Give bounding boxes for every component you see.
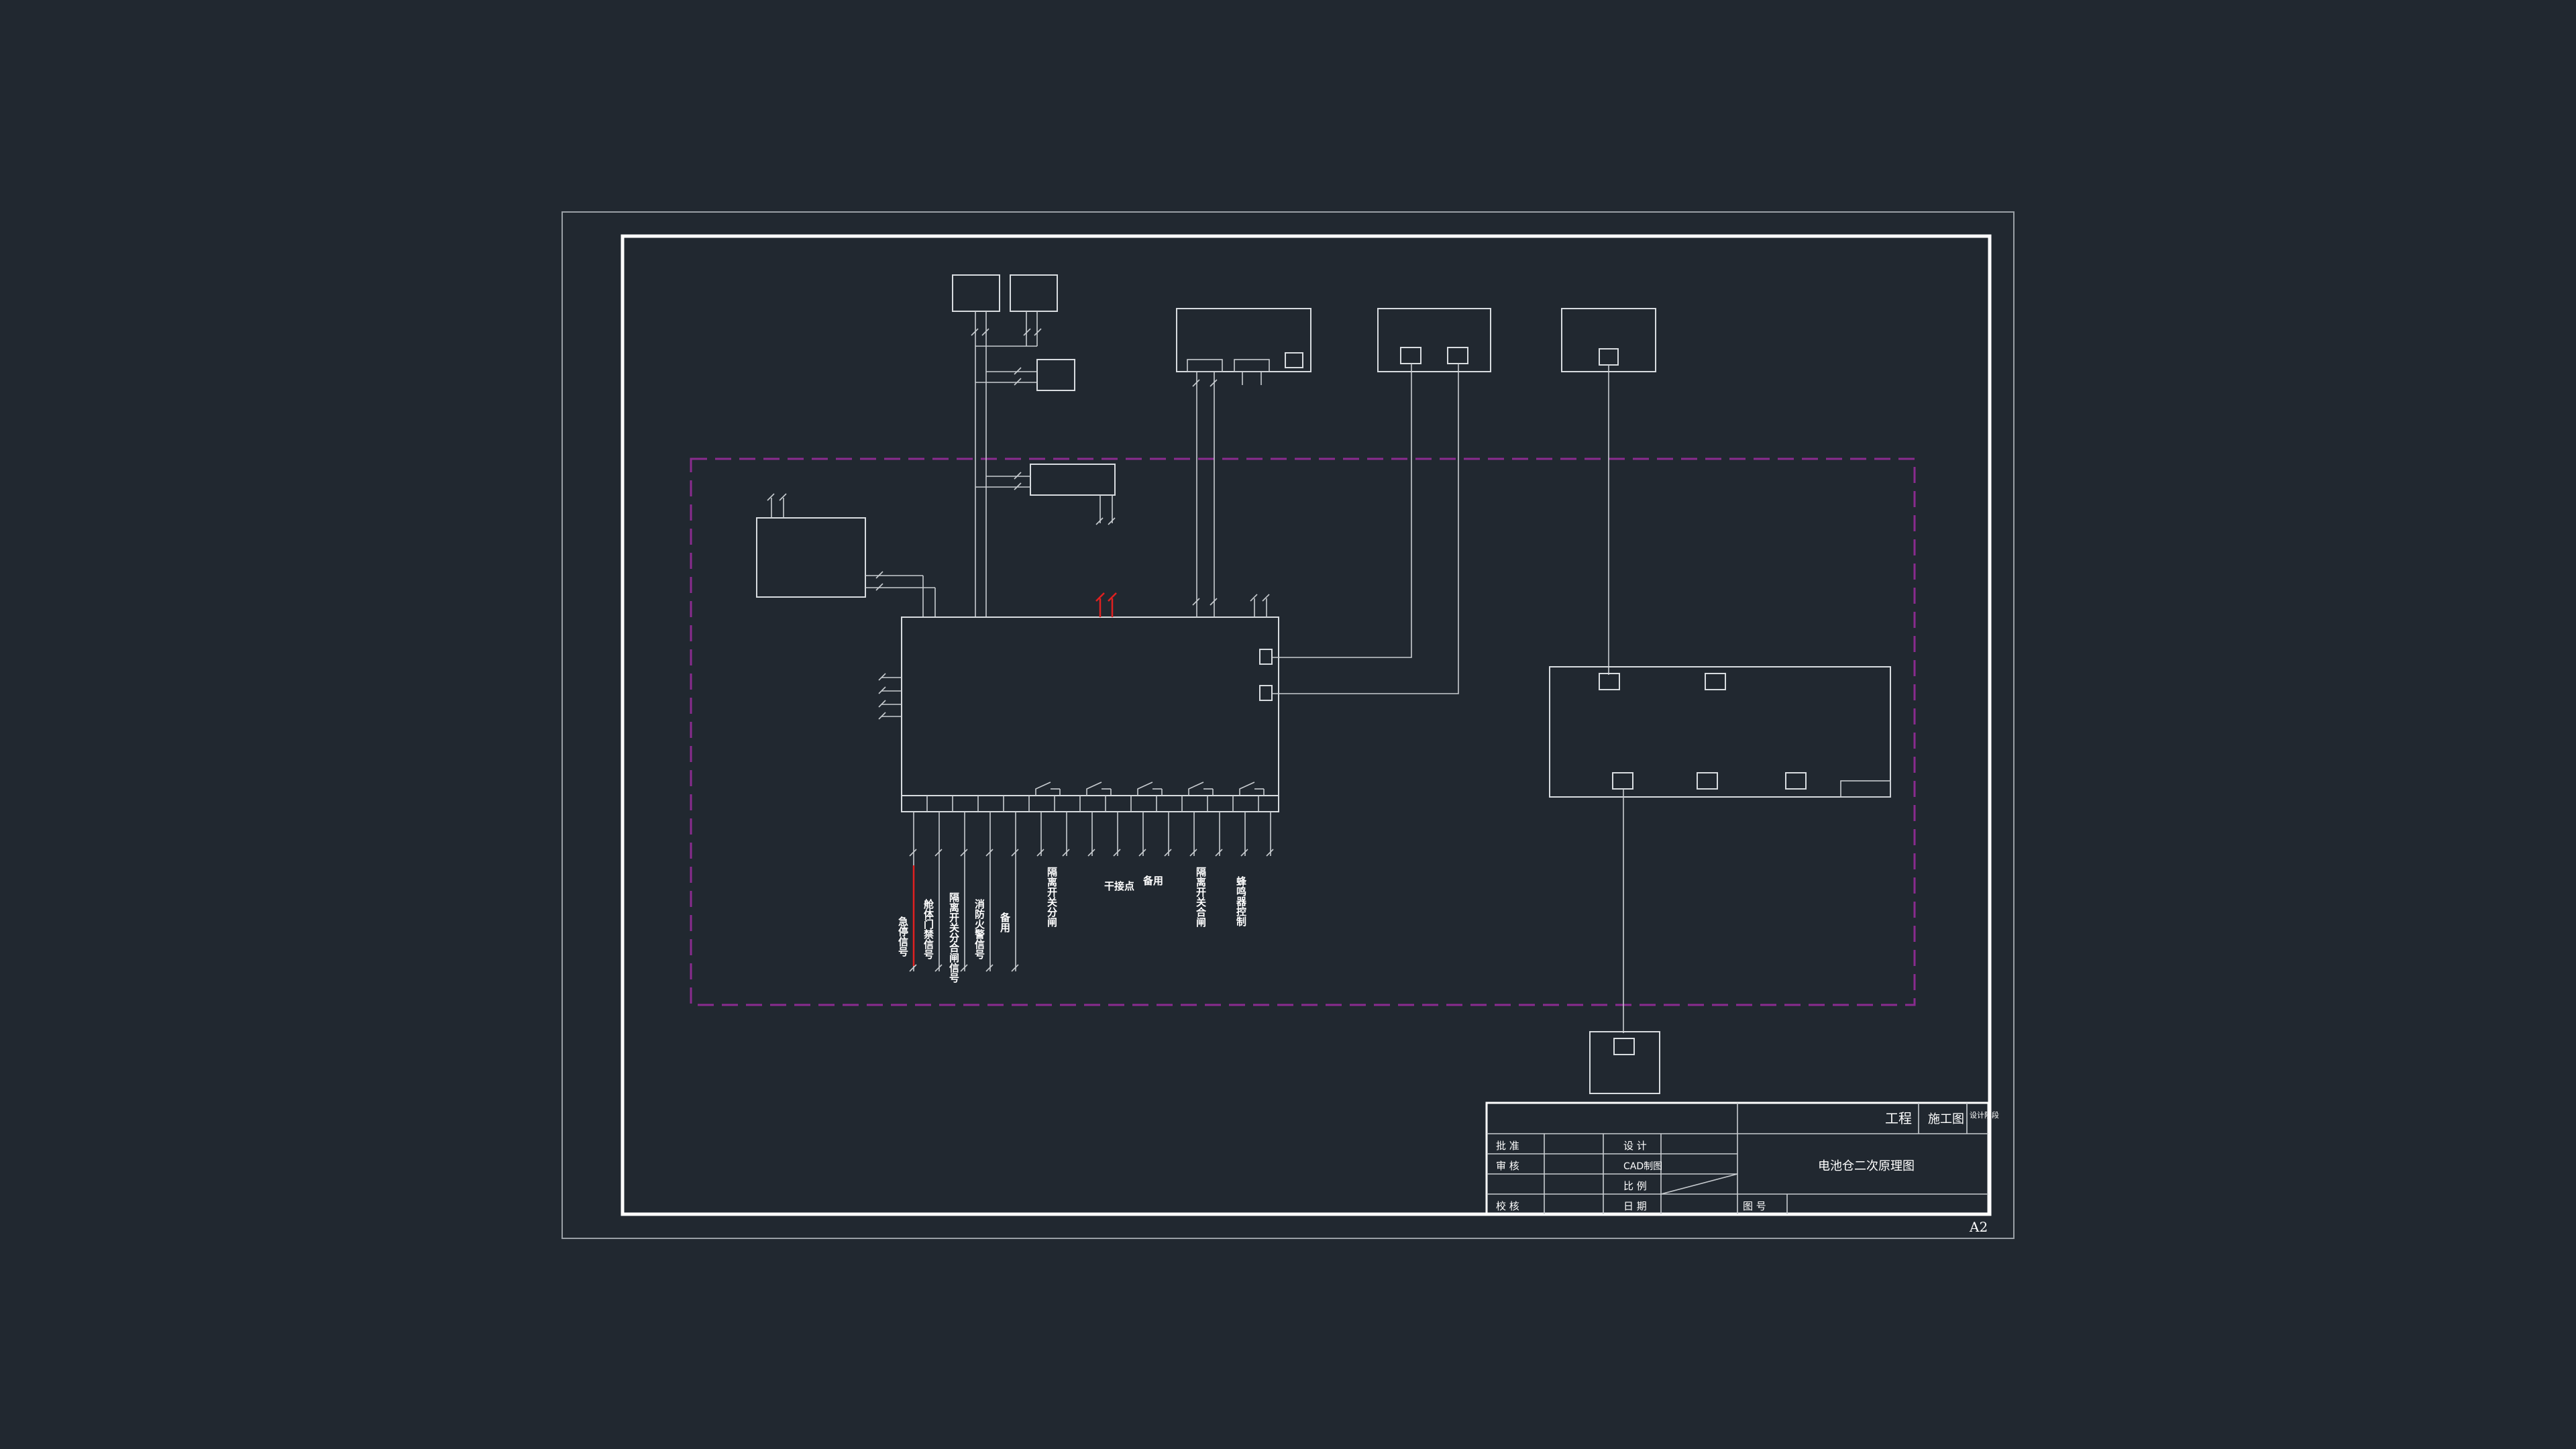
title-block-stage: 施工图	[1928, 1112, 1964, 1126]
bms-port-1	[1599, 673, 1620, 690]
terminal-label-fire-alarm: 消防火警信号	[973, 898, 985, 960]
comm-port-2	[1447, 347, 1468, 364]
enclosure-boundary	[690, 458, 1916, 1006]
power-meter-wiring	[1192, 372, 1262, 617]
title-block-drawing-title: 电池仓二次原理图	[1818, 1159, 1915, 1173]
power-meter-slot-1	[1187, 359, 1223, 372]
main-controller	[901, 616, 1279, 812]
terminal-label-door: 舱体门禁信号	[922, 898, 934, 960]
top-right-port	[1599, 348, 1619, 366]
bms-port-2	[1705, 673, 1726, 690]
terminal-label-spare-1: 备用	[999, 912, 1011, 933]
title-block-project: 工程	[1885, 1110, 1912, 1126]
bms-device	[1549, 666, 1891, 798]
bottom-device-port	[1613, 1038, 1635, 1055]
title-block-stage-note: 设计阶段	[1970, 1110, 1999, 1120]
title-block-cad: CAD制图	[1623, 1161, 1662, 1172]
top-device-1	[952, 274, 1000, 312]
terminal-marks-bottom	[909, 849, 1274, 972]
left-device	[756, 517, 866, 598]
title-block-scale: 比 例	[1623, 1180, 1647, 1192]
top-device-wiring	[975, 311, 1113, 617]
title-block-approve: 批 准	[1496, 1140, 1519, 1152]
terminal-label-spare-2: 备用	[1142, 875, 1163, 887]
top-device-3	[1036, 359, 1075, 391]
comm-port-1	[1400, 347, 1421, 364]
title-block-date: 日 期	[1623, 1200, 1647, 1212]
terminal-label-dry-contact: 干接点	[1104, 880, 1134, 892]
terminal-label-isolator-open: 隔离开关分闸	[1046, 867, 1058, 928]
top-device-2	[1010, 274, 1058, 312]
title-block-check: 校 核	[1496, 1200, 1519, 1212]
sheet-outer-border	[561, 211, 2015, 1239]
power-meter-port	[1285, 352, 1303, 368]
comm-device-box	[1377, 308, 1491, 372]
bms-port-3	[1612, 772, 1633, 790]
drawing-frame	[621, 234, 1992, 1216]
bottom-device	[1589, 1031, 1660, 1094]
title-block-review: 审 核	[1496, 1160, 1519, 1172]
bms-port-4	[1697, 772, 1718, 790]
terminal-strip-dividers	[926, 796, 1259, 812]
relay-contacts	[1035, 782, 1265, 796]
terminal-label-group: 急停信号 舱体门禁信号 隔离开关分合闸信号 消防火警信号 备用 隔离开关分闸 干…	[897, 867, 1247, 983]
title-block-drawing-no: 图 号	[1743, 1200, 1766, 1212]
sheet-size: A2	[1969, 1219, 1988, 1235]
terminal-label-isolator-state: 隔离开关分合闸信号	[948, 892, 960, 983]
terminal-label-emergency-stop: 急停信号	[897, 916, 909, 957]
power-meter-box	[1176, 308, 1311, 372]
title-block	[1485, 1102, 1990, 1216]
controller-left-inputs	[878, 673, 902, 720]
terminal-strip	[901, 795, 1279, 812]
red-terminals	[1095, 592, 1117, 617]
bms-port-5	[1785, 772, 1807, 790]
left-device-wiring	[767, 493, 936, 617]
power-meter-slot-2	[1234, 359, 1270, 372]
mid-device	[1030, 464, 1116, 496]
terminal-leads	[913, 812, 1271, 971]
terminal-label-isolator-close: 隔离开关合闸	[1195, 867, 1207, 928]
bms-corner-box	[1840, 780, 1891, 798]
title-block-design: 设 计	[1623, 1140, 1647, 1152]
controller-port-1	[1259, 649, 1273, 665]
controller-port-2	[1259, 685, 1273, 701]
comm-wiring	[1272, 364, 1459, 694]
controller-top-terminals	[1250, 594, 1270, 617]
terminal-label-buzzer: 蜂鸣器控制	[1235, 875, 1247, 927]
terminal-marks-top	[971, 328, 1116, 525]
top-right-device	[1561, 308, 1656, 372]
